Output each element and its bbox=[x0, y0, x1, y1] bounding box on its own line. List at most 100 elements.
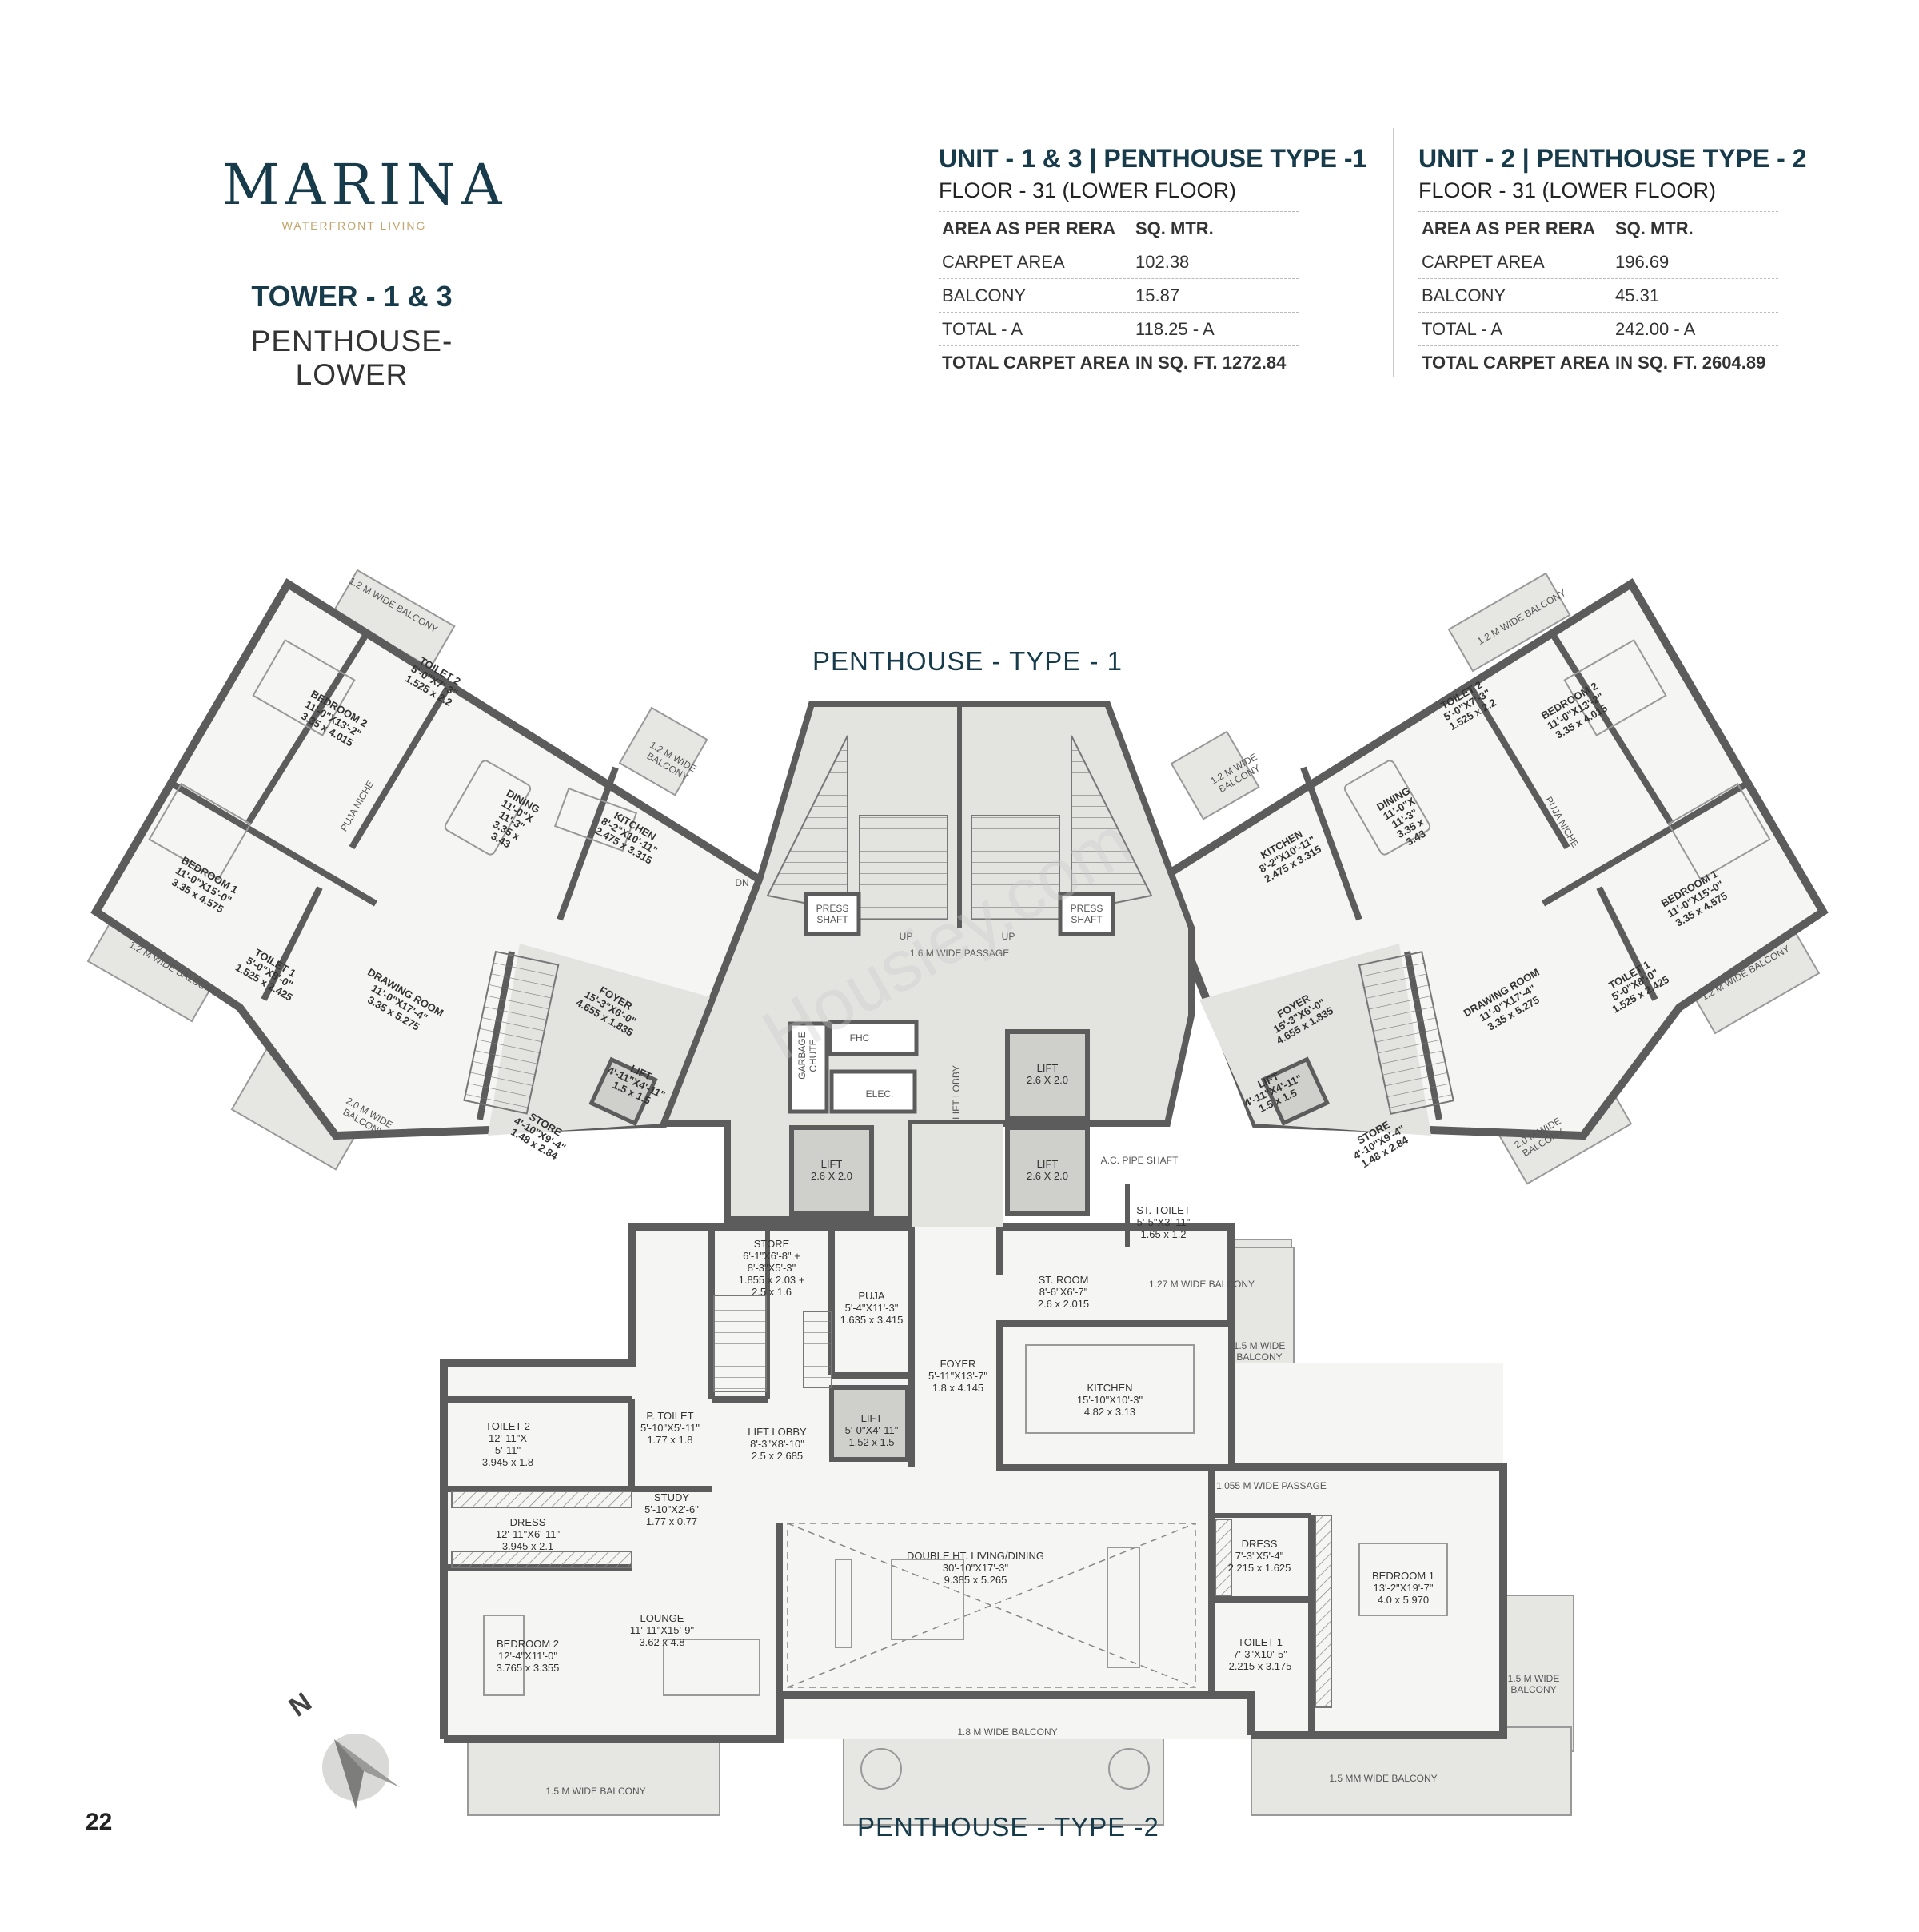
balcony bbox=[1447, 572, 1571, 673]
room-label: ST. ROOM bbox=[1039, 1274, 1089, 1286]
spec-cell: TOTAL - A bbox=[942, 318, 1023, 339]
spec-cell: BALCONY bbox=[1422, 285, 1506, 305]
balcony bbox=[1494, 1595, 1574, 1752]
svg-text:TOILET 212'-11"X5'-11"3.945 x: TOILET 212'-11"X5'-11"3.945 x 1.8 bbox=[482, 1420, 533, 1468]
room-dim: 1.77 x 0.77 bbox=[646, 1515, 697, 1527]
spec-cell: IN SQ. FT. 1272.84 bbox=[1135, 352, 1287, 373]
room-label: KITCHEN bbox=[1087, 1382, 1132, 1394]
spec-cell: BALCONY bbox=[942, 285, 1027, 305]
tower-heading: TOWER - 1 & 3 PENTHOUSE-LOWER bbox=[200, 280, 504, 392]
spec-row: TOTAL - A 242.00 - A bbox=[1418, 312, 1778, 345]
spec-floor: FLOOR - 31 (LOWER FLOOR) bbox=[939, 178, 1237, 202]
shaft-label: PRESS bbox=[1071, 903, 1103, 914]
balcony-label: 1.5 M WIDE BALCONY bbox=[545, 1786, 645, 1797]
room-label: BEDROOM 1 bbox=[1372, 1570, 1434, 1582]
right-wing: TOILET 25'-0"X7'-3"1.525 x 2.2 BEDROOM 2… bbox=[1154, 572, 1829, 1185]
room-dim: 5'-11"X13'-7" bbox=[928, 1370, 987, 1382]
lift-box bbox=[588, 1056, 658, 1127]
spec-cell: TOTAL CARPET AREA bbox=[942, 352, 1131, 373]
room-dim: 7'-3"X10'-5" bbox=[1233, 1648, 1287, 1660]
room-dim: 1.635 x 3.415 bbox=[840, 1314, 904, 1326]
garbage-chute bbox=[788, 1021, 829, 1114]
tower-subtitle: PENTHOUSE-LOWER bbox=[250, 325, 453, 391]
spec-row: TOTAL - A 118.25 - A bbox=[939, 312, 1299, 345]
lift-label: LIFT bbox=[1037, 1062, 1059, 1074]
logo-wordmark: MARINA bbox=[222, 152, 508, 218]
svg-text:1.5 M WIDEBALCONY: 1.5 M WIDEBALCONY bbox=[1508, 1673, 1560, 1695]
svg-text:TOILET 17'-3"X10'-5"2.215 x 3.: TOILET 17'-3"X10'-5"2.215 x 3.175 bbox=[1229, 1636, 1292, 1672]
room-dim: 30'-10"X17'-3" bbox=[943, 1562, 1009, 1574]
room-label: DOUBLE HT. LIVING/DINING bbox=[907, 1550, 1044, 1562]
room-label: LIFT LOBBY bbox=[748, 1426, 807, 1438]
compass-label: N bbox=[284, 1687, 317, 1722]
lift-dim: 2.6 X 2.0 bbox=[1027, 1170, 1068, 1182]
balcony-label: BALCONY bbox=[1236, 1351, 1282, 1363]
room-dim: 7'-3"X5'-4" bbox=[1235, 1550, 1284, 1562]
room-dim: 2.6 x 2.015 bbox=[1038, 1298, 1089, 1310]
room-dim: 11'-11"X15'-9" bbox=[630, 1624, 695, 1636]
service-label: ELEC. bbox=[866, 1088, 894, 1100]
room-dim: 5'-11" bbox=[495, 1444, 521, 1456]
room-dim: 5'-10"X2'-6" bbox=[644, 1503, 699, 1515]
passage-label: 1.055 M WIDE PASSAGE bbox=[1216, 1480, 1327, 1491]
svg-text:GARBAGECHUTE: GARBAGECHUTE bbox=[796, 1032, 819, 1079]
room-label: TOILET 1 bbox=[1238, 1636, 1283, 1648]
room-dim: 5'-0"X4'-11" bbox=[845, 1424, 899, 1436]
room-label: DRESS bbox=[510, 1516, 546, 1528]
spec-header-row: AREA AS PER RERA SQ. MTR. bbox=[1418, 211, 1778, 245]
room-dim: 5'-4"X11'-3" bbox=[845, 1302, 899, 1314]
spec-cell: TOTAL CARPET AREA bbox=[1422, 352, 1610, 373]
room-dim: 8'-3"X5'-3" bbox=[748, 1262, 796, 1274]
service-label: FHC bbox=[850, 1032, 870, 1044]
spec-cell: CARPET AREA bbox=[942, 251, 1065, 272]
room-dim: 3.62 x 4.8 bbox=[639, 1636, 684, 1648]
lift-box bbox=[829, 1385, 910, 1462]
left-wing: BEDROOM 211'-0"X13'-2"3.35 x 4.015 TOILE… bbox=[86, 569, 765, 1171]
room-label: ST. TOILET bbox=[1136, 1204, 1190, 1216]
svg-text:1.5 M WIDEBALCONY: 1.5 M WIDEBALCONY bbox=[1234, 1340, 1286, 1363]
tower-title: TOWER - 1 & 3 bbox=[251, 280, 453, 313]
spec-cell: SQ. MTR. bbox=[1135, 218, 1214, 238]
elec-room bbox=[829, 1069, 917, 1114]
balcony-label: 1.27 M WIDE BALCONY bbox=[1149, 1279, 1255, 1290]
balcony-label: 1.5 M WIDE bbox=[1234, 1340, 1286, 1351]
room-dim: 3.945 x 2.1 bbox=[502, 1540, 553, 1552]
shaft-label: PRESS bbox=[816, 903, 849, 914]
staircase bbox=[1358, 951, 1454, 1116]
room-dim: 1.8 x 4.145 bbox=[932, 1382, 983, 1394]
room-label: LOUNGE bbox=[640, 1612, 684, 1624]
balcony bbox=[618, 706, 708, 796]
spec-cell: IN SQ. FT. 2604.89 bbox=[1615, 352, 1766, 373]
staircase bbox=[859, 815, 948, 920]
svg-text:BEDROOM 212'-4"X11'-0"3.765 x: BEDROOM 212'-4"X11'-0"3.765 x 3.355 bbox=[497, 1638, 560, 1674]
spec-cell: AREA AS PER RERA bbox=[1422, 218, 1596, 238]
room-dim: 2.215 x 1.625 bbox=[1228, 1562, 1291, 1574]
room-dim: 12'-11"X bbox=[489, 1432, 527, 1444]
room-dim: 1.52 x 1.5 bbox=[848, 1436, 894, 1448]
room-label: LIFT bbox=[861, 1412, 883, 1424]
spec-header-row: AREA AS PER RERA SQ. MTR. bbox=[939, 211, 1299, 245]
spec-cell: AREA AS PER RERA bbox=[942, 218, 1116, 238]
balcony bbox=[1251, 1726, 1572, 1816]
plan-title-type-2: PENTHOUSE - TYPE -2 bbox=[857, 1812, 1159, 1842]
room-dim: 5'-10"X5'-11" bbox=[640, 1422, 700, 1434]
marina-logo: MARINA WATERFRONT LIVING bbox=[222, 152, 508, 232]
room-label: STUDY bbox=[654, 1491, 689, 1503]
lift-box bbox=[789, 1125, 874, 1216]
plan-title-type-1: PENTHOUSE - TYPE - 1 bbox=[812, 646, 1123, 676]
room-dim: 4.82 x 3.13 bbox=[1084, 1406, 1135, 1418]
spec-cell: 242.00 - A bbox=[1615, 318, 1696, 339]
spec-table-type-2: UNIT - 2 | PENTHOUSE TYPE - 2 FLOOR - 31… bbox=[1418, 144, 1806, 379]
stair-dn-label: DN bbox=[735, 877, 748, 888]
room-dim: 6'-1"X6'-8" + bbox=[743, 1250, 800, 1262]
